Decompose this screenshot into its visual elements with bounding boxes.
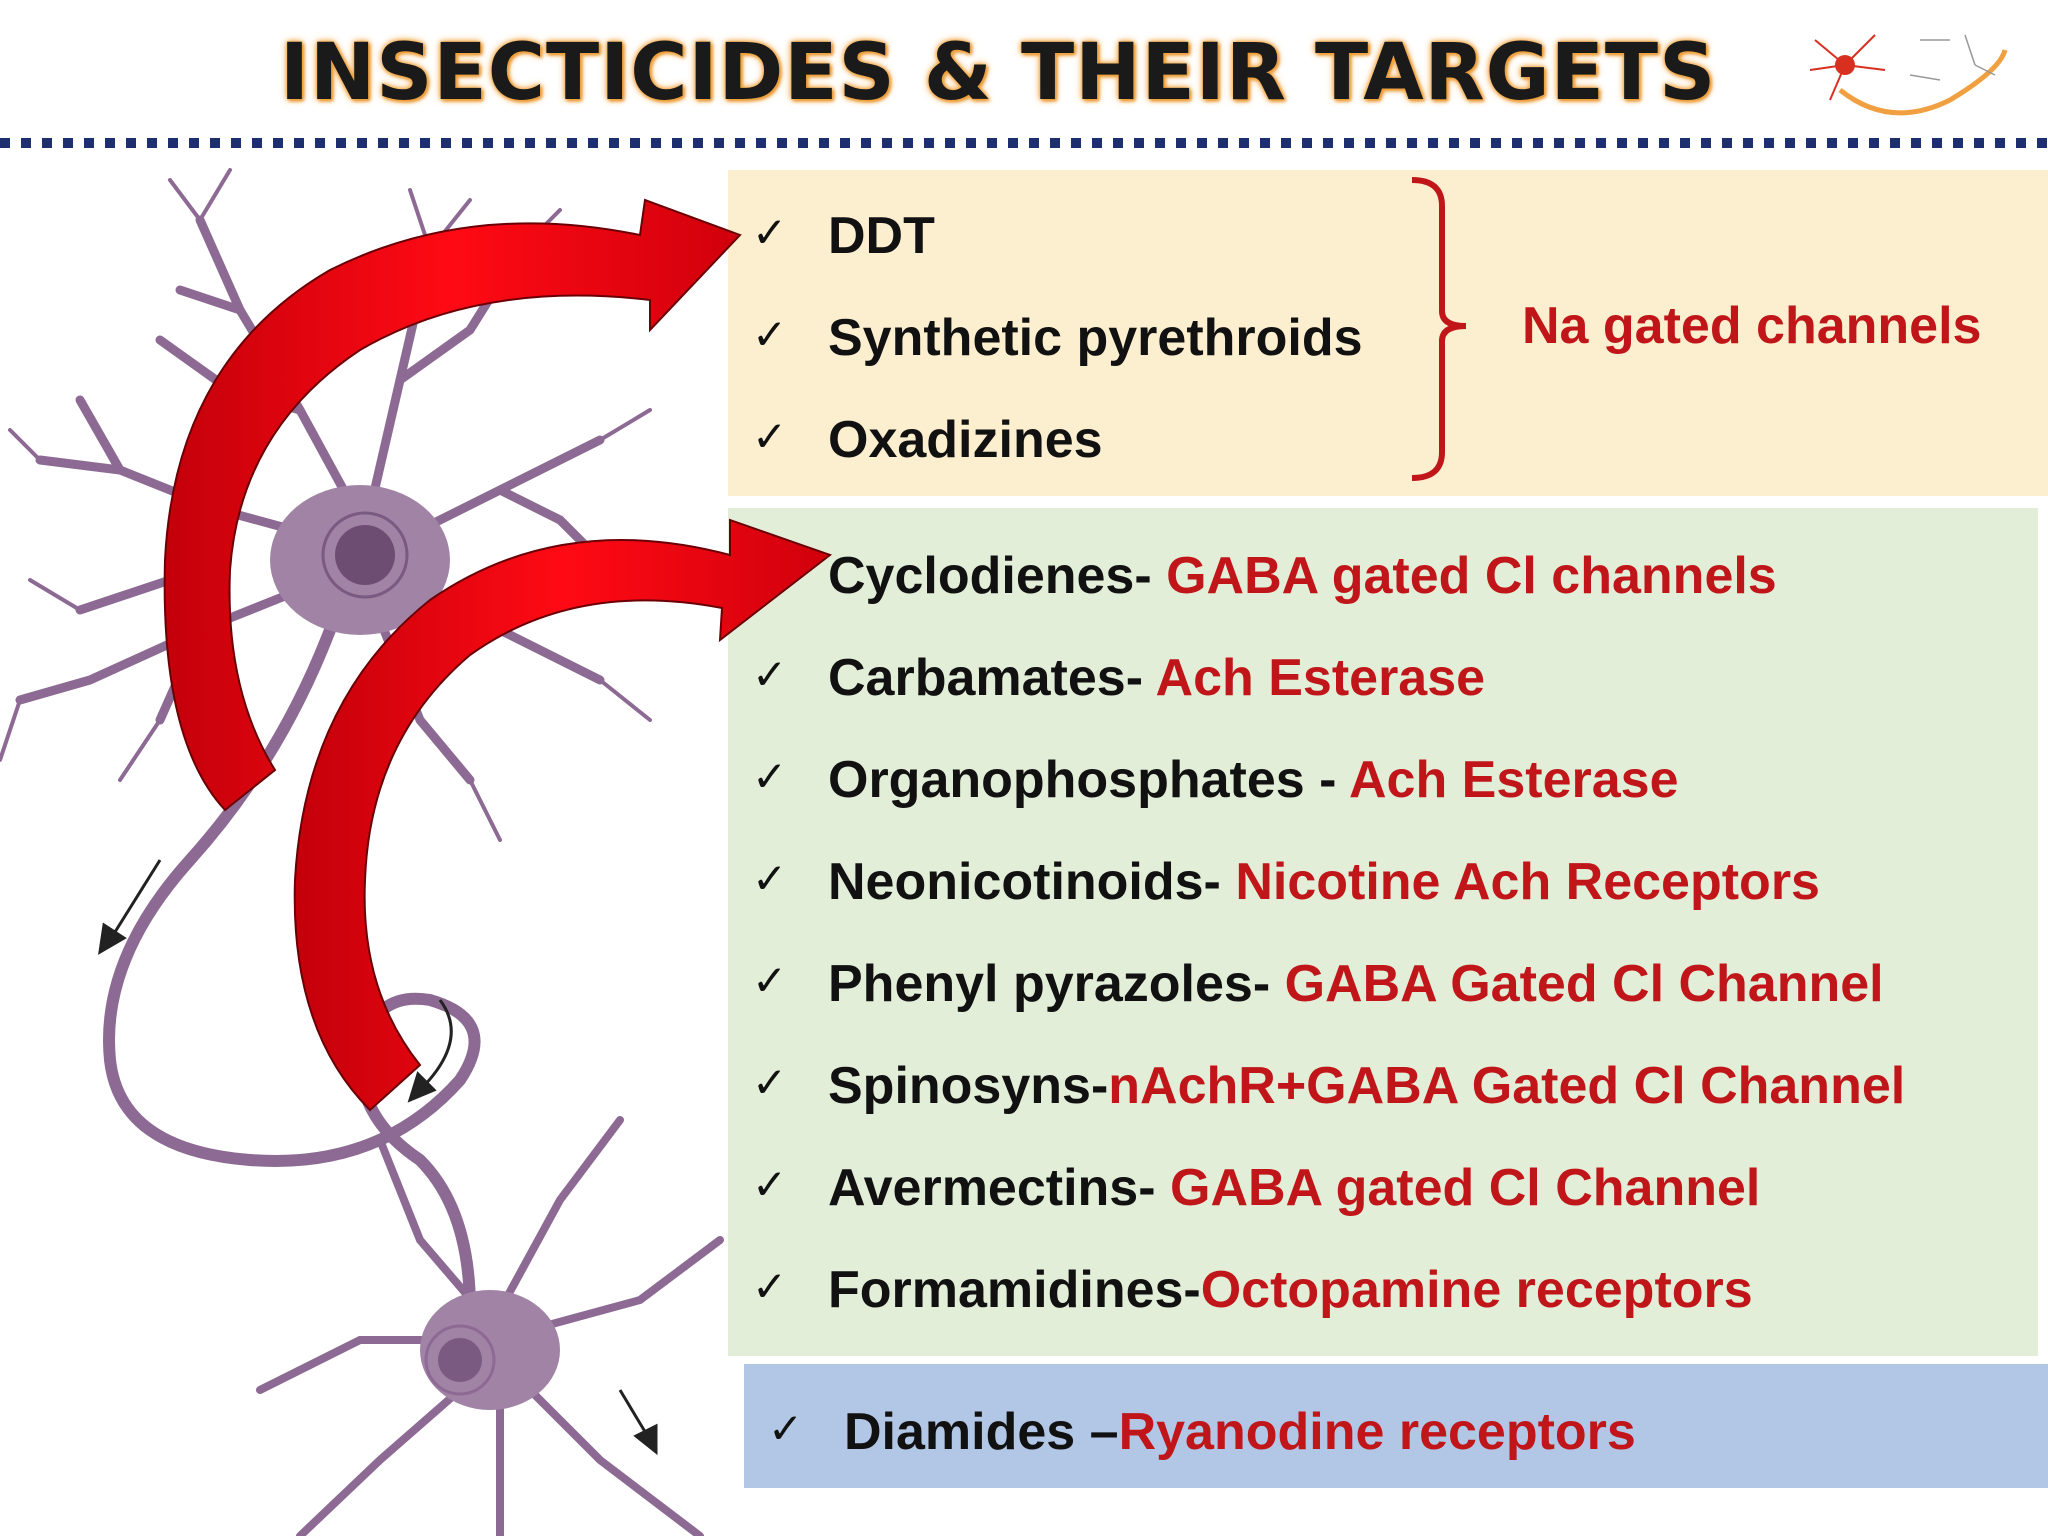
check-icon: ✓ [752,753,788,800]
dotted-divider [0,138,2048,148]
targets-panel [728,508,2038,1356]
target-row: Spinosyns-nAchR+GABA Gated Cl Channel [828,1056,1905,1116]
target-row: Cyclodienes- GABA gated Cl channels [828,546,1777,606]
check-icon: ✓ [752,413,788,460]
check-icon: ✓ [752,1161,788,1208]
neuron-logo-icon [1809,34,2008,116]
target-name: Nicotine Ach Receptors [1235,853,1820,911]
target-row: Organophosphates - Ach Esterase [828,750,1679,810]
target-name: nAchR+GABA Gated Cl Channel [1108,1057,1906,1115]
insecticide-name: Avermectins- [828,1159,1170,1217]
na-item: Synthetic pyrethroids [828,309,1363,367]
check-icon: ✓ [752,957,788,1004]
check-icon: ✓ [752,1263,788,1310]
check-icon: ✓ [768,1405,804,1452]
check-icon: ✓ [752,209,788,256]
insecticide-name: Carbamates- [828,649,1156,707]
check-icon: ✓ [752,855,788,902]
insecticide-name: Phenyl pyrazoles- [828,955,1285,1013]
brace-icon [1411,177,1467,481]
target-name: GABA gated Cl Channel [1170,1159,1761,1217]
na-item: DDT [828,207,935,265]
na-channel-panel [728,170,2048,496]
insecticide-name: Organophosphates - [828,751,1349,809]
insecticide-name: Cyclodienes- [828,547,1167,605]
check-icon: ✓ [752,651,788,698]
insecticide-name: Formamidines- [828,1261,1201,1319]
na-item: Oxadizines [828,411,1103,469]
target-row: Formamidines-Octopamine receptors [828,1260,1753,1320]
diamides-panel [744,1364,2048,1488]
target-row: Avermectins- GABA gated Cl Channel [828,1158,1760,1218]
target-row: Phenyl pyrazoles- GABA Gated Cl Channel [828,954,1884,1014]
target-name: GABA gated Cl channels [1166,547,1777,605]
diamides-row: Diamides –Ryanodine receptors [844,1402,1636,1462]
target-row: Neonicotinoids- Nicotine Ach Receptors [828,852,1820,912]
na-channel-label: Na gated channels [1522,297,1982,355]
insecticide-name: Neonicotinoids- [828,853,1236,911]
insecticide-name: Diamides – [844,1403,1119,1461]
slide-title: INSECTICIDES & THEIR TARGETS [280,28,1717,118]
check-icon: ✓ [752,311,788,358]
neuron-illustration [0,168,724,1536]
target-name: Ryanodine receptors [1118,1403,1636,1461]
target-row: Carbamates- Ach Esterase [828,648,1485,708]
target-name: GABA Gated Cl Channel [1284,955,1884,1013]
check-icon: ✓ [752,549,788,596]
check-icon: ✓ [752,1059,788,1106]
target-name: Ach Esterase [1155,649,1486,707]
insecticide-name: Spinosyns- [828,1057,1109,1115]
target-name: Ach Esterase [1349,751,1679,809]
target-name: Octopamine receptors [1200,1261,1753,1319]
